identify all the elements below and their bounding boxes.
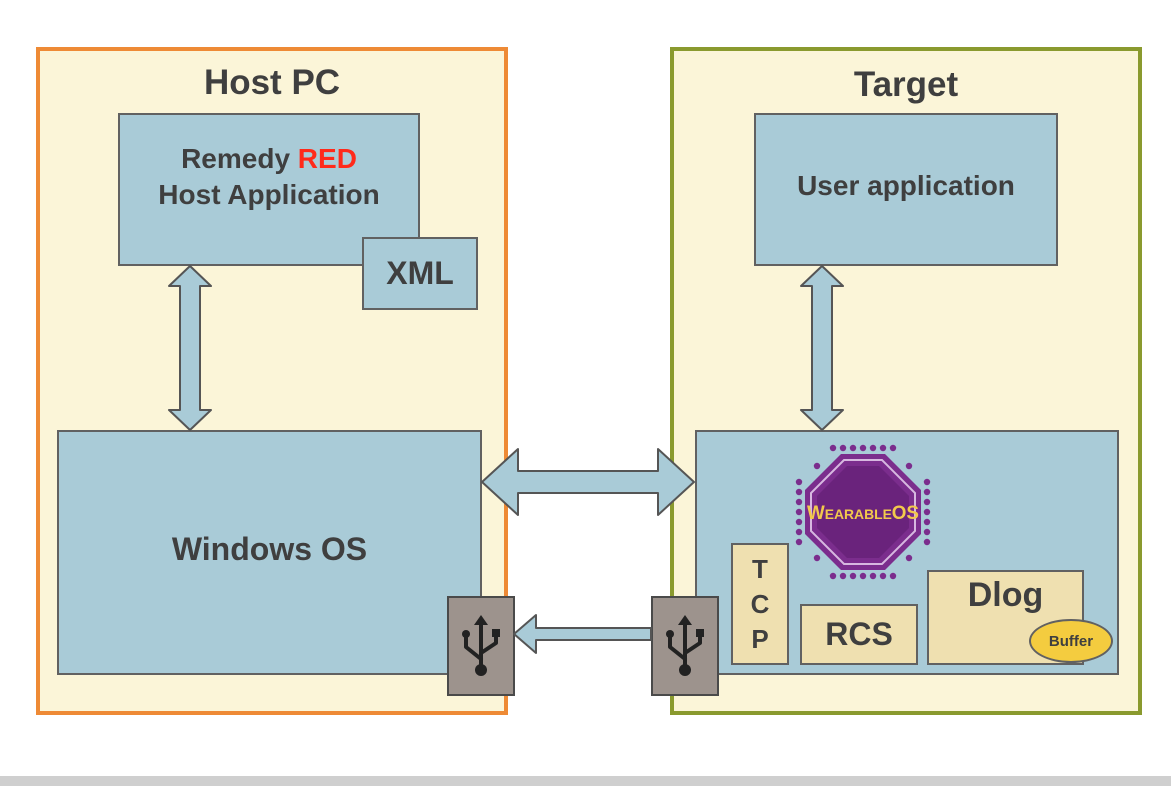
target-vertical-arrow	[800, 265, 844, 431]
remedy-label: Remedy	[181, 142, 298, 174]
tcp-letter-p: P	[751, 623, 769, 654]
tcp-letter-c: C	[750, 588, 770, 619]
svg-text:WEARABLEOS: WEARABLEOS	[807, 503, 919, 524]
target-usb-port	[651, 596, 719, 696]
user-application-box: User application	[754, 113, 1058, 266]
logo-mid: EARABLE	[825, 506, 892, 522]
red-label: RED	[297, 142, 357, 174]
host-vertical-arrow	[168, 265, 212, 431]
user-application-label: User application	[797, 169, 1015, 201]
host-pc-title: Host PC	[203, 63, 341, 102]
logo-w: W	[807, 503, 825, 524]
xml-box: XML	[362, 237, 478, 310]
usb-link-arrow	[513, 614, 652, 654]
windows-os-label: Windows OS	[171, 531, 368, 567]
chip-icon: WEARABLEOS	[795, 444, 931, 580]
dlog-box: Dlog	[927, 570, 1084, 665]
tcp-box: T C P	[731, 543, 789, 665]
rcs-box: RCS	[800, 604, 918, 665]
dlog-label: Dlog	[967, 576, 1044, 614]
rcs-label: RCS	[825, 616, 893, 652]
buffer-label: Buffer	[1048, 632, 1094, 650]
buffer-badge: Buffer	[1029, 619, 1113, 663]
bottom-strip	[0, 776, 1171, 786]
host-application-line2: Host Application	[158, 178, 380, 210]
logo-os: OS	[892, 503, 919, 524]
host-application-box: Remedy RED Host Application	[118, 113, 420, 266]
xml-label: XML	[386, 255, 454, 291]
usb-icon	[666, 615, 704, 676]
host-usb-port	[447, 596, 515, 696]
windows-os-box: Windows OS	[57, 430, 482, 675]
os-link-double-arrow	[481, 448, 695, 516]
target-title: Target	[853, 65, 959, 104]
host-application-line1: Remedy RED	[181, 141, 357, 177]
tcp-letter-t: T	[752, 553, 768, 584]
usb-icon	[462, 615, 500, 676]
